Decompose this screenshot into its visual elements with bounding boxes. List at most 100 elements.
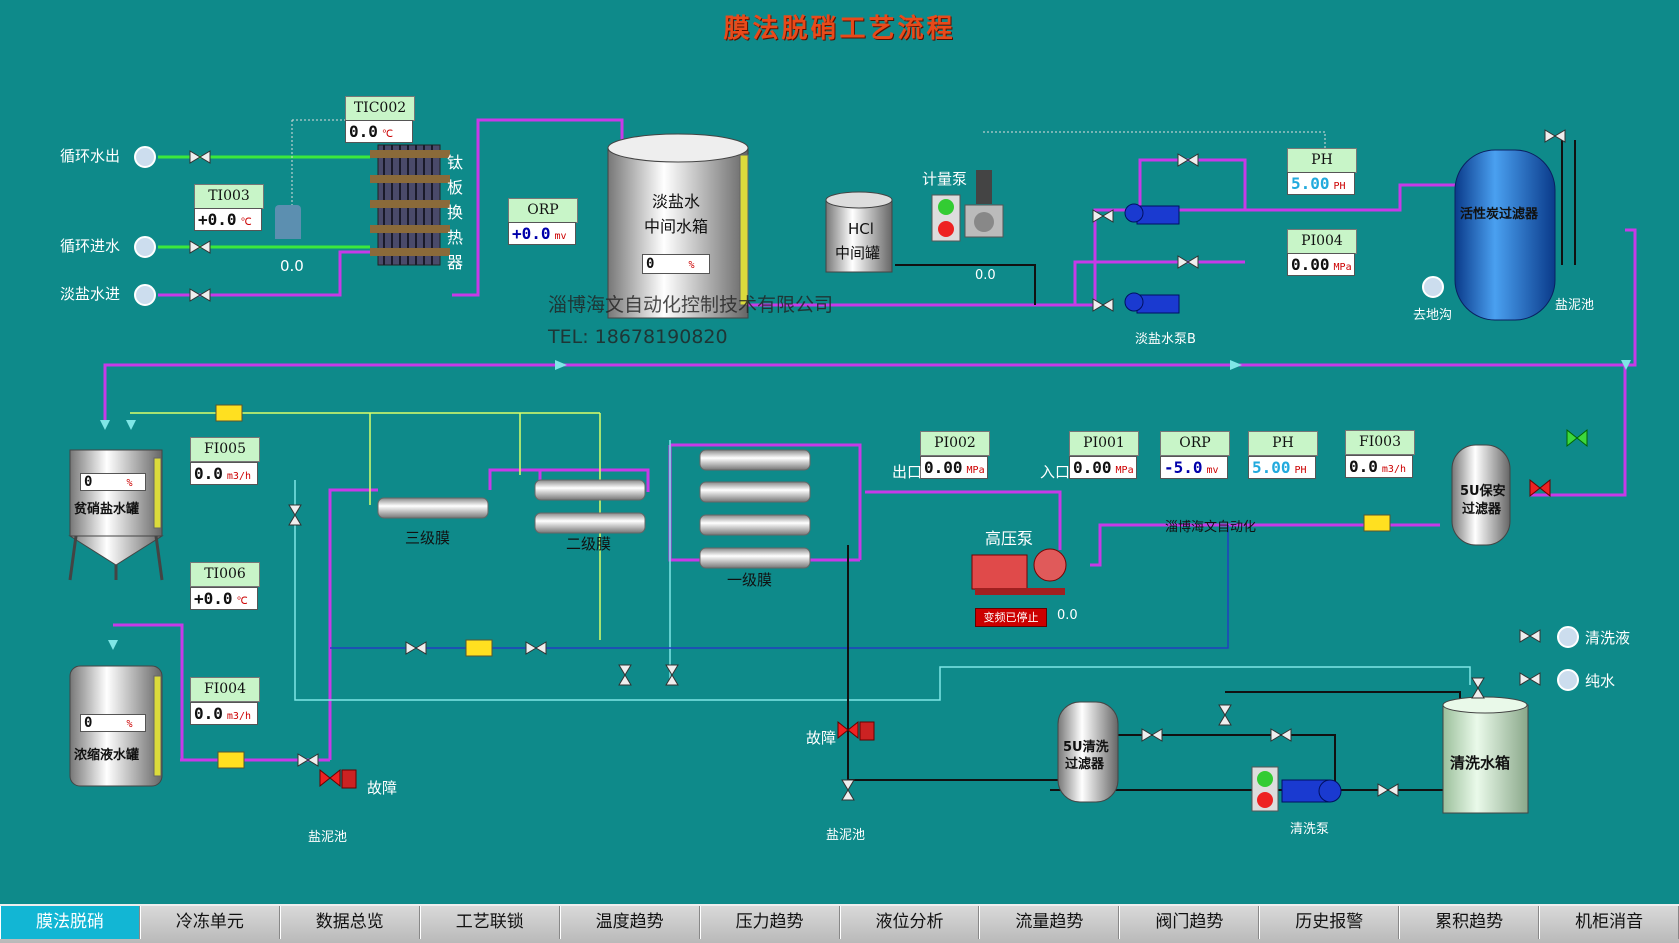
fi003-number: 0.0 [1349,457,1378,476]
fi003-tag: FI003 [1345,430,1415,455]
bottom-nav-bar: 膜法脱硝冷冻单元数据总览工艺联锁温度趋势压力趋势液位分析流量趋势阀门趋势历史报警… [0,904,1679,943]
sludge-label-1: 盐泥池 [1555,298,1595,313]
control-valve-icon[interactable] [275,205,301,239]
ph2-number: 5.00 [1252,458,1291,477]
nav-button-10[interactable]: 累积趋势 [1399,906,1540,939]
nav-button-11[interactable]: 机柜消音 [1539,906,1679,939]
ti006-unit: ℃ [236,596,248,607]
sludge-label-2: 盐泥池 [308,830,348,845]
clean-liquid-label: 清洗液 [1585,629,1631,647]
orp1-unit: mv [554,231,567,242]
tic002-value[interactable]: 0.0℃ [345,120,413,143]
clean-filter-label1: 5U清洗 [1063,740,1109,755]
fi005-unit: m3/h [226,471,251,482]
pi001-number: 0.00 [1073,458,1112,477]
ti003-number: +0.0 [198,210,237,229]
tic002-tag: TIC002 [345,96,415,121]
nav-button-0[interactable]: 膜法脱硝 [0,906,140,939]
nav-button-5[interactable]: 压力趋势 [699,906,840,939]
mid-tank-label2: 中间水箱 [644,217,709,236]
security-filter-label1: 5U保安 [1460,484,1506,499]
ph1-unit: PH [1333,181,1346,192]
pi002-unit: MPa [966,465,985,476]
security-filter-label2: 过滤器 [1462,502,1502,517]
fi004-tag: FI004 [190,677,260,702]
mid-tank-label1: 淡盐水 [652,192,701,211]
lean-tank-label: 贫硝盐水罐 [74,502,140,517]
ti006-tag: TI006 [190,562,260,587]
orp1-tag: ORP [508,198,578,223]
lean-tank-level-unit: % [126,478,133,489]
hp-pump-value: 0.0 [1057,608,1078,623]
fault-label-2: 故障 [806,729,837,747]
ph1-tag: PH [1287,148,1357,173]
pi001-tag: PI001 [1069,431,1139,456]
clean-pump-label: 清洗泵 [1290,822,1330,837]
conc-tank-level-number: 0 [84,715,93,731]
conc-tank-level-unit: % [126,719,133,730]
clean-filter-label2: 过滤器 [1065,757,1105,772]
fresh-brine-in-label: 淡盐水进 [60,285,121,303]
sludge-label-3: 盐泥池 [826,828,866,843]
conc-tank-label: 浓缩液水罐 [74,748,140,763]
mid-tank-level[interactable]: 0% [642,254,710,274]
pi002-number: 0.00 [924,458,963,477]
pi004-number: 0.00 [1291,255,1330,274]
hcl-tank-label2: 中间罐 [835,244,881,262]
ti006-value[interactable]: +0.0℃ [190,587,258,610]
clean-tank-label: 清洗水箱 [1450,754,1511,772]
fi005-number: 0.0 [194,464,223,483]
fi003-unit: m3/h [1381,464,1406,475]
ti003-tag: TI003 [194,184,264,209]
nav-button-3[interactable]: 工艺联锁 [419,906,560,939]
tel-watermark: TEL: 18678190820 [548,326,728,348]
fault-label-1: 故障 [367,779,398,797]
small-watermark: 淄博海文自动化 [1165,520,1257,535]
orp1-number: +0.0 [512,224,551,243]
conc-tank-level[interactable]: 0% [80,714,146,732]
lean-tank-level[interactable]: 0% [80,473,146,491]
high-pressure-pump [971,548,1067,595]
nav-button-2[interactable]: 数据总览 [279,906,420,939]
nav-button-8[interactable]: 阀门趋势 [1119,906,1260,939]
page-title: 膜法脱硝工艺流程 [723,14,956,44]
mid-tank-level-number: 0 [646,256,655,272]
hp-pump-status[interactable]: 变频已停止 [975,608,1047,627]
ph2-unit: PH [1294,465,1307,476]
pipe-diagram [68,118,1637,814]
orp2-number: -5.0 [1164,458,1203,477]
nav-button-9[interactable]: 历史报警 [1259,906,1400,939]
dosing-pump-value: 0.0 [975,268,996,283]
tic002-number: 0.0 [349,122,378,141]
nav-button-4[interactable]: 温度趋势 [559,906,700,939]
company-watermark: 淄博海文自动化控制技术有限公司 [548,294,834,316]
tic002-unit: ℃ [381,129,394,140]
carbon-filter-label: 活性炭过滤器 [1460,207,1539,222]
outlet-label: 出口 [892,463,923,481]
circ-water-in-label: 循环进水 [60,237,121,255]
nav-button-7[interactable]: 流量趋势 [979,906,1120,939]
ti003-value[interactable]: +0.0℃ [194,208,262,231]
pump-b-label: 淡盐水泵B [1135,332,1196,347]
mem3-label: 三级膜 [405,529,451,547]
orp2-tag: ORP [1160,431,1230,456]
ti003-unit: ℃ [240,217,252,228]
nav-button-1[interactable]: 冷冻单元 [139,906,280,939]
fi005-tag: FI005 [190,437,260,462]
pure-water-label: 纯水 [1585,672,1616,690]
nav-button-6[interactable]: 液位分析 [839,906,980,939]
heat-exchanger-label: 钛板换热器 [447,153,464,272]
lean-tank-level-number: 0 [84,474,93,490]
inlet-label: 入口 [1040,463,1071,481]
ph1-number: 5.00 [1291,174,1330,193]
